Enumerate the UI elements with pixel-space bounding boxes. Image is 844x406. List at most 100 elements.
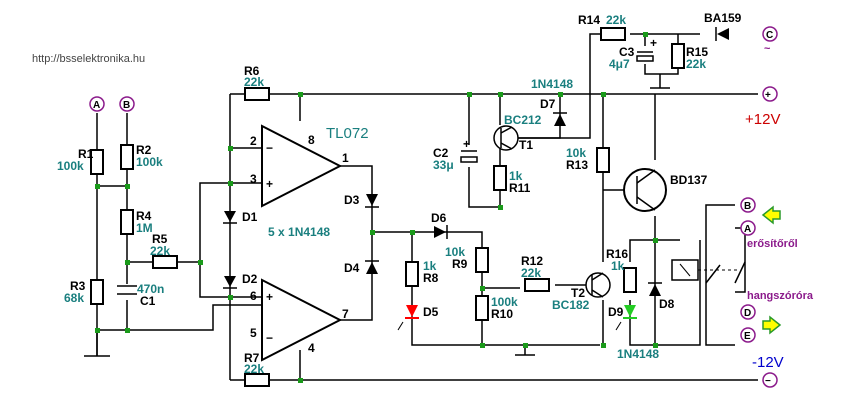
r8-name: R8 [423, 271, 439, 285]
r12-value: 22k [521, 266, 541, 280]
d6-label: D6 [431, 211, 447, 225]
diodes [223, 27, 729, 331]
t2-name: T2 [571, 286, 585, 300]
pin-2: 2 [250, 134, 257, 148]
d5-label: D5 [423, 305, 439, 319]
transistor-t1 [493, 125, 519, 151]
r10-name: R10 [491, 307, 513, 321]
r4-name: R4 [136, 209, 152, 223]
terminal-b-right: B [744, 201, 751, 212]
r5-name: R5 [152, 232, 168, 246]
t1-type: BC212 [504, 113, 542, 127]
capacitors: + + [117, 36, 657, 300]
diode-d7 [553, 112, 567, 126]
d7-label: D7 [540, 97, 556, 111]
resistor-r5 [152, 255, 178, 269]
resistor-r9 [475, 247, 489, 273]
c1-value: 470n [137, 282, 164, 296]
diode-d1 [223, 211, 237, 224]
pin-5: 5 [250, 326, 257, 340]
wires [84, 33, 758, 381]
resistor-r15 [671, 43, 685, 69]
junction-nodes [95, 32, 658, 383]
r11-value: 1k [509, 169, 523, 183]
terminal-a-left: A [93, 100, 100, 111]
ic-name: TL072 [326, 125, 369, 142]
diode-d3 [365, 194, 379, 208]
terminal-a-right: A [744, 224, 751, 235]
r9-name: R9 [452, 257, 468, 271]
r15-value: 22k [686, 57, 706, 71]
diode-d6 [434, 225, 448, 239]
d2-label: D2 [242, 272, 258, 286]
input-arrow-icon [761, 205, 781, 225]
r6-value: 22k [244, 75, 264, 89]
svg-text:−: − [266, 331, 273, 345]
r14-value: 22k [606, 13, 626, 27]
opamps: − + + − [261, 124, 343, 362]
capacitor-c1 [117, 284, 137, 300]
r8-value: 1k [423, 259, 437, 273]
opamp-lower [261, 278, 343, 362]
output-arrow-icon [762, 315, 782, 335]
r7-value: 22k [244, 362, 264, 376]
transistor-t2 [585, 272, 611, 298]
resistor-r3 [90, 279, 104, 305]
r13-name: R13 [566, 158, 588, 172]
r10-value: 100k [491, 295, 518, 309]
diode-ba159 [715, 27, 729, 41]
r6-name: R6 [244, 64, 260, 78]
resistor-r16 [623, 267, 637, 293]
terminal-b-left: B [123, 100, 130, 111]
to-speaker-label: hangszóróra [747, 290, 814, 302]
terminal-minus: − [765, 376, 771, 387]
t2-type: BC182 [552, 298, 590, 312]
diode-note: 5 x 1N4148 [268, 225, 330, 239]
r15-name: R15 [686, 45, 708, 59]
watermark: http://bsselektronika.hu [32, 53, 145, 65]
pin-1: 1 [342, 151, 349, 165]
svg-text:+: + [266, 290, 273, 304]
d7-type: 1N4148 [531, 77, 573, 91]
diode-d2 [223, 276, 237, 289]
c1-name: C1 [140, 294, 156, 308]
svg-text:+: + [650, 36, 657, 50]
capacitor-c2: + [460, 137, 478, 167]
r16-name: R16 [606, 247, 628, 261]
opamp-upper [261, 124, 343, 208]
terminal-d: D [744, 308, 751, 319]
r4-value: 1M [136, 221, 153, 235]
transistors [493, 125, 667, 298]
transistor-t3 [603, 168, 667, 212]
pin-3: 3 [250, 172, 257, 186]
diode-d8 [648, 282, 662, 296]
pin-7: 7 [342, 307, 349, 321]
svg-text:−: − [266, 141, 273, 155]
led-d5 [397, 305, 419, 331]
pin-6: 6 [250, 289, 257, 303]
r12-name: R12 [521, 254, 543, 268]
resistor-r7 [244, 373, 270, 387]
terminal-plus: + [765, 90, 771, 101]
c3-value: 4μ7 [609, 57, 630, 71]
t1-name: T1 [519, 138, 533, 152]
c2-value: 33μ [433, 158, 454, 172]
d3-label: D3 [344, 193, 360, 207]
rail-negative: -12V [752, 354, 784, 371]
from-amplifier-label: erősítőről [747, 238, 798, 250]
resistor-r12 [524, 278, 550, 292]
c3-name: C3 [619, 45, 635, 59]
relay [671, 259, 746, 284]
rail-positive: +12V [745, 111, 780, 128]
d1-label: D1 [242, 210, 258, 224]
r1-name: R1 [78, 147, 94, 161]
resistor-r6 [244, 87, 270, 101]
r14-name: R14 [578, 13, 600, 27]
resistors [90, 27, 685, 387]
pin-4: 4 [308, 341, 315, 355]
r5-value: 22k [150, 244, 170, 258]
resistor-r4 [120, 209, 134, 235]
capacitor-c3: + [636, 36, 657, 64]
d9-label: D9 [608, 305, 624, 319]
